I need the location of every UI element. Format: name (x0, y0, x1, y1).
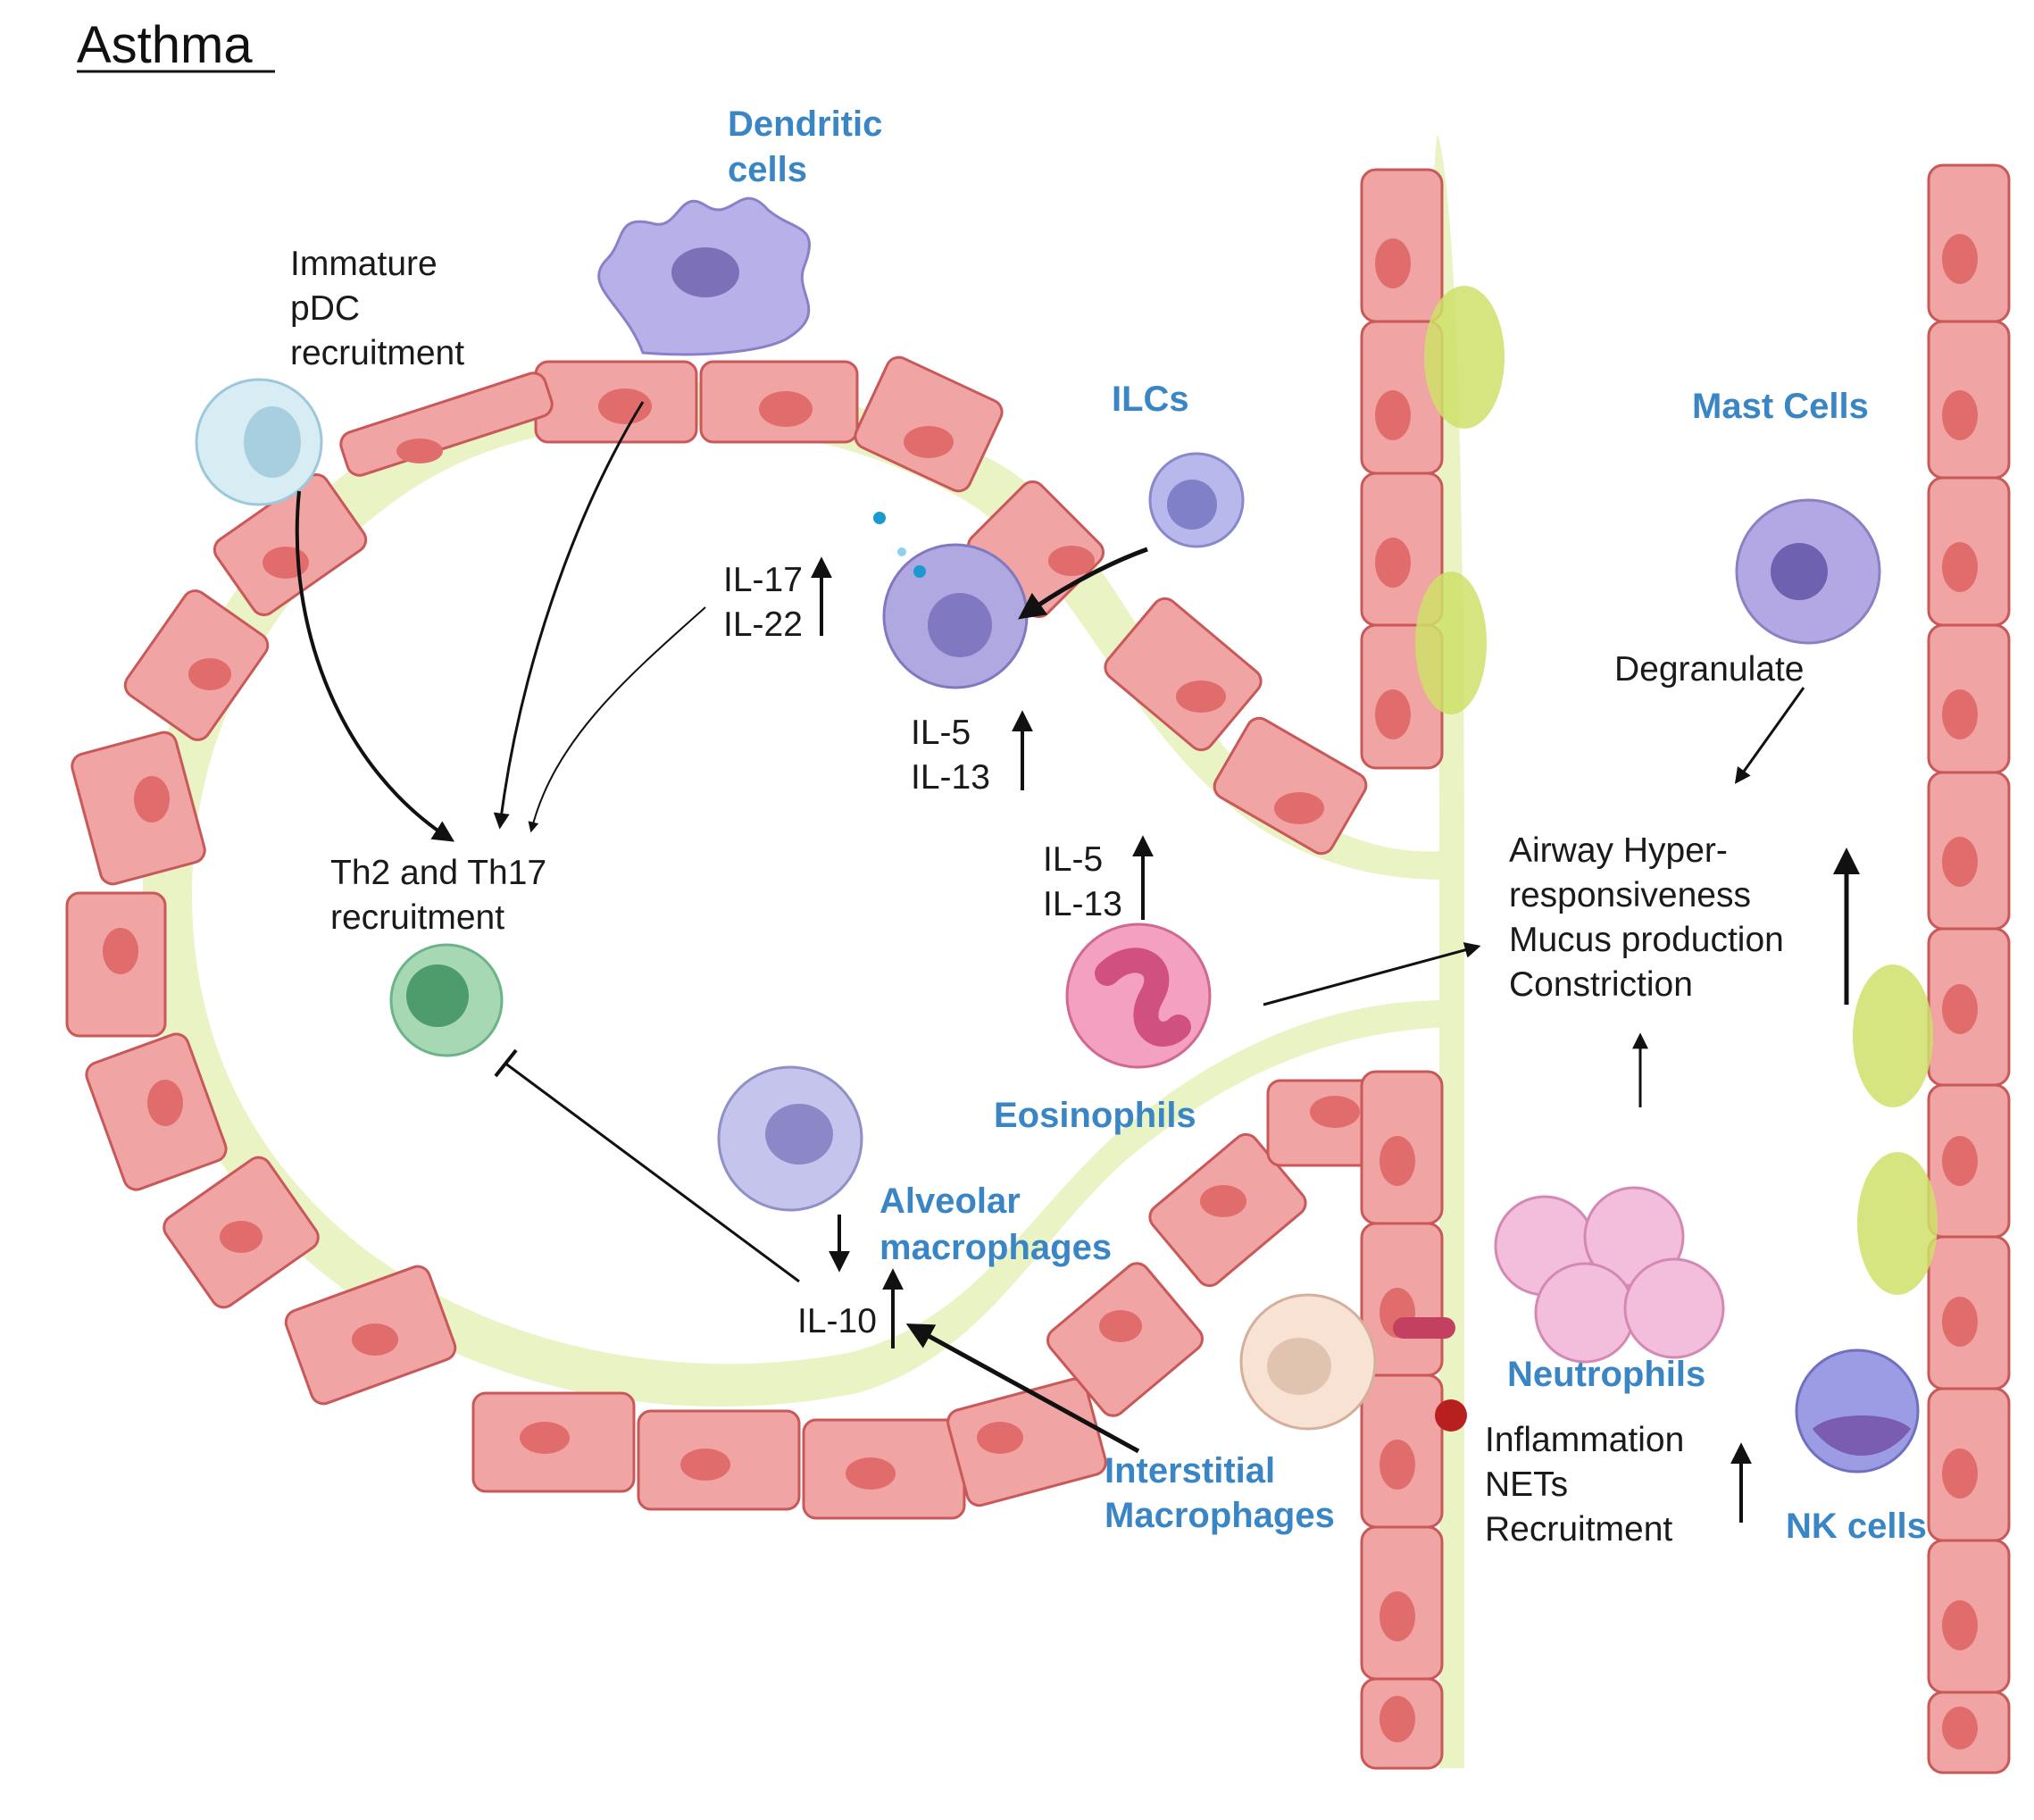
mast-cell-icon (1735, 498, 1881, 645)
arrow-dc-to-th (493, 401, 645, 830)
label-ilcs: ILCs (1112, 380, 1189, 419)
label-airway-1: Airway Hyper- (1509, 831, 1728, 870)
label-mast-cells: Mast Cells (1692, 387, 1869, 426)
dendritic-cell-icon (597, 196, 811, 356)
label-th-1: Th2 and Th17 (330, 854, 546, 892)
neutrophil-cluster-icon (1494, 1186, 1725, 1364)
arrow-interstitial-to-il10 (905, 1323, 1140, 1454)
label-il17: IL-17 (723, 561, 803, 599)
bacteria-icon (1393, 1317, 1467, 1432)
inhibit-il10-to-th (504, 1061, 800, 1283)
label-inflammation-3: Recruitment (1485, 1510, 1672, 1549)
th-cell-icon (389, 943, 504, 1057)
label-eosinophils: Eosinophils (994, 1096, 1196, 1135)
diagram-title: Asthma (77, 16, 253, 74)
label-immature-1: Immature (290, 245, 438, 283)
arrow-degranulate (1734, 687, 1805, 784)
airway-lumen (192, 425, 1446, 1365)
label-degranulate: Degranulate (1614, 650, 1804, 689)
label-airway-2: responsiveness (1509, 876, 1751, 914)
label-inflammation-1: Inflammation (1485, 1421, 1684, 1459)
label-il5-a: IL-5 (911, 714, 971, 752)
label-alveolar-2: macrophages (879, 1228, 1112, 1267)
arrow-pdc-to-th (295, 490, 455, 842)
arrows (295, 401, 1860, 1523)
ilc-cell-icon (1148, 452, 1245, 548)
label-interstitial-1: Interstitial (1105, 1451, 1275, 1490)
label-immature-3: recruitment (290, 334, 464, 372)
label-il13-a: IL-13 (911, 758, 990, 797)
alveolar-macrophage-icon (717, 1065, 863, 1212)
vessel-wall-right (1927, 163, 2011, 1774)
label-airway-3: Mucus production (1509, 921, 1784, 959)
arrow-il17-to-th (528, 606, 706, 833)
label-airway-4: Constriction (1509, 965, 1693, 1004)
arrow-ilc-to-cell (1018, 547, 1148, 620)
eosinophil-cell-icon (1065, 923, 1212, 1069)
immature-pdc-cell-icon (195, 378, 323, 506)
label-interstitial-2: Macrophages (1105, 1496, 1335, 1535)
label-th-2: recruitment (330, 898, 504, 937)
label-il22: IL-22 (723, 605, 803, 644)
interstitial-macrophage-icon (1239, 1293, 1377, 1431)
label-dendritic-1: Dendritic (728, 104, 882, 144)
label-il10: IL-10 (797, 1302, 877, 1340)
label-il5-b: IL-5 (1043, 840, 1103, 879)
label-neutrophils: Neutrophils (1507, 1355, 1705, 1394)
label-il13-b: IL-13 (1043, 885, 1122, 923)
arrow-eos-to-airway (1263, 942, 1481, 1006)
mucus-blobs (1415, 286, 1938, 1295)
label-nk-cells: NK cells (1786, 1507, 1927, 1546)
activated-cell-icon (873, 512, 1029, 689)
label-inflammation-2: NETs (1485, 1465, 1568, 1504)
label-immature-2: pDC (290, 289, 360, 328)
label-dendritic-2: cells (728, 150, 807, 189)
label-alveolar-1: Alveolar (879, 1181, 1021, 1221)
nk-cell-icon (1795, 1348, 1920, 1474)
